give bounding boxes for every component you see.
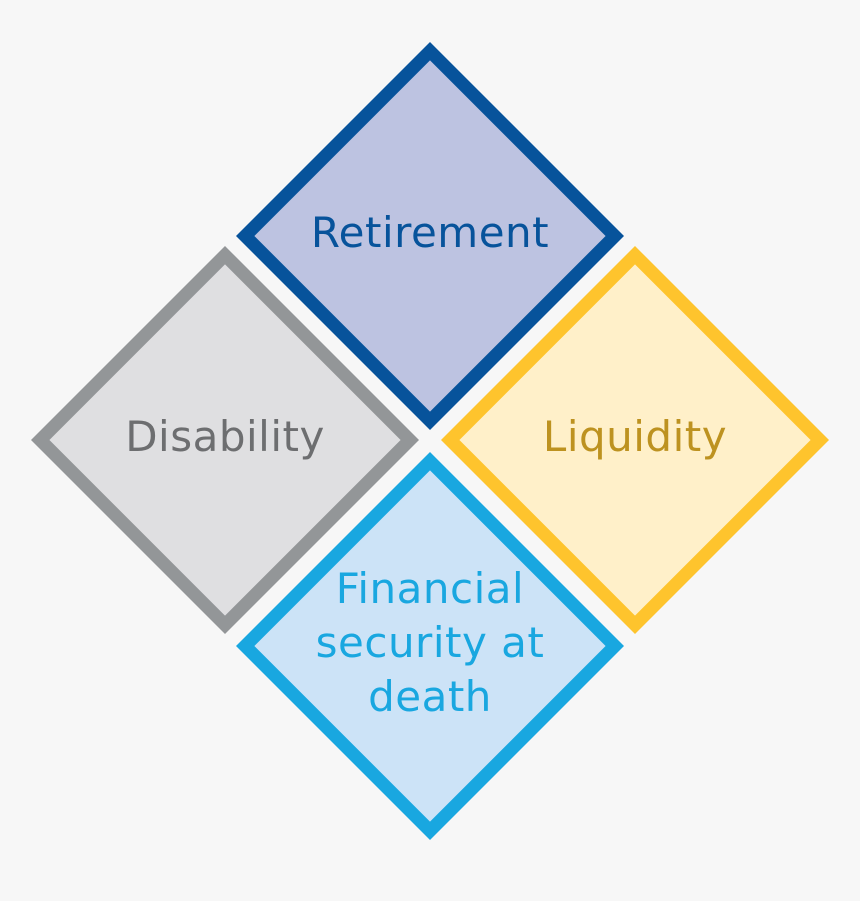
retirement-label: Retirement (310, 208, 550, 257)
disability-diamond (30, 245, 420, 635)
retirement-diamond (235, 41, 625, 431)
disability-label: Disability (125, 412, 325, 461)
financial-security-label: Financial security at death (315, 564, 545, 721)
liquidity-label: Liquidity (542, 412, 728, 461)
financial-security-diamond (235, 451, 625, 841)
liquidity-diamond (440, 245, 830, 635)
